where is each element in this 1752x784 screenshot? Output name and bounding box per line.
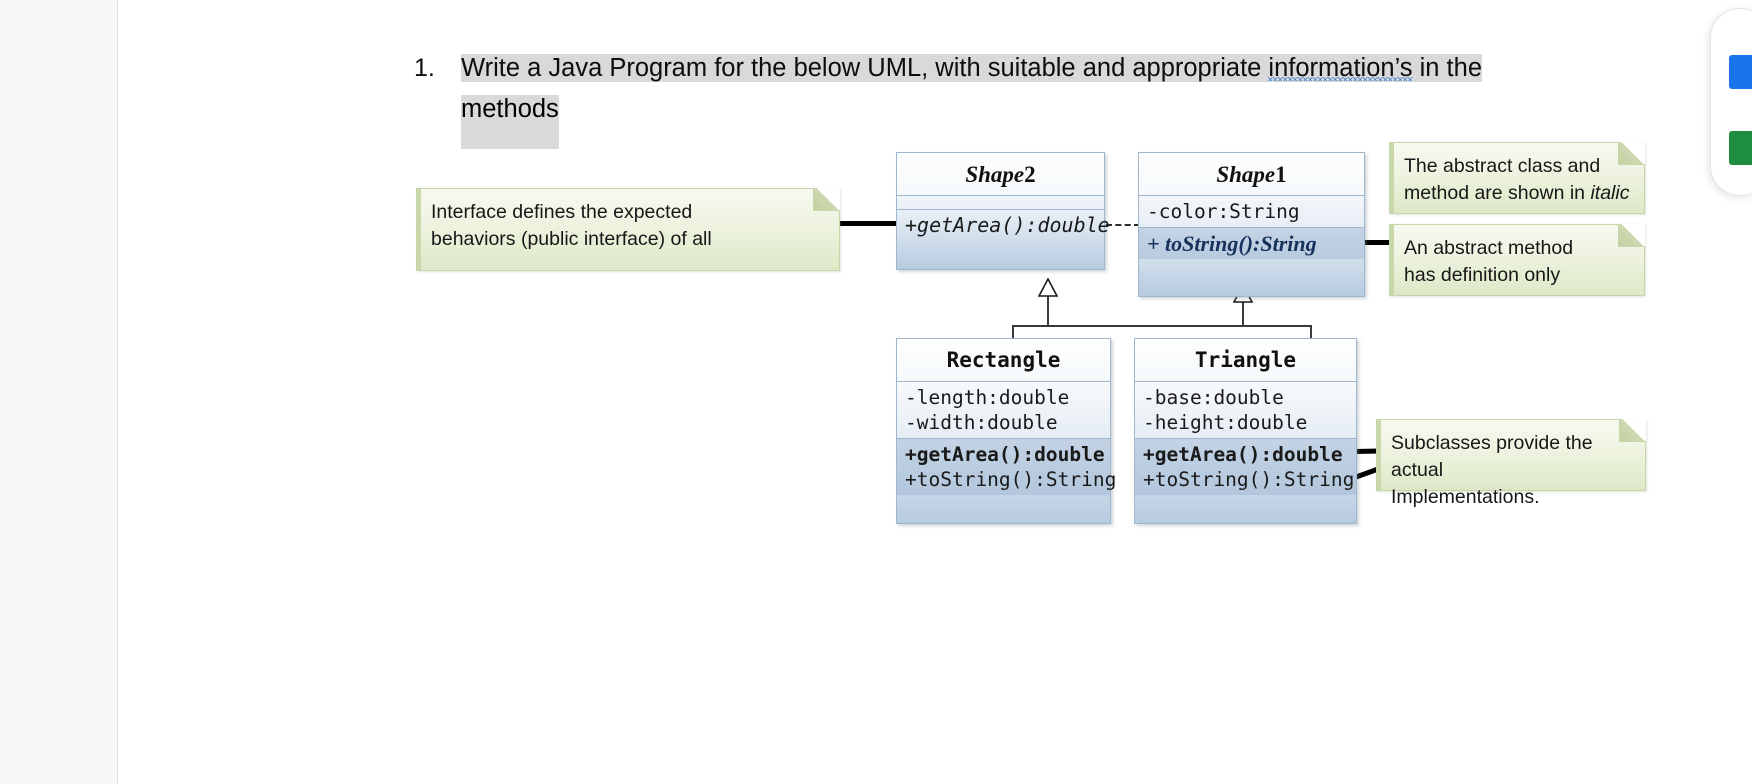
note-accent-bar <box>1390 225 1394 295</box>
uml-methods-shape2: +getArea():double <box>897 210 1110 241</box>
question-text: Write a Java Program for the below UML, … <box>461 48 1541 149</box>
uml-attributes-rectangle: -length:double -width:double <box>897 382 1110 439</box>
note-line: An abstract method <box>1404 237 1574 259</box>
uml-class-name-shape2: Shape <box>965 162 1025 187</box>
uml-class-title-shape1: Shape1 <box>1139 153 1364 196</box>
note-fold-corner-icon <box>1619 419 1646 442</box>
callout-note-abstract-class[interactable]: The abstract class and method are shown … <box>1389 142 1645 214</box>
uml-class-title-shape2: Shape2 <box>897 153 1104 196</box>
uml-method-row: +getArea():double <box>905 213 1110 237</box>
uml-method-row: +getArea():double <box>1143 443 1343 466</box>
uml-methods-rectangle: +getArea():double +toString():String <box>897 439 1117 495</box>
blue-square-icon[interactable] <box>1729 55 1752 89</box>
uml-class-shape1[interactable]: Shape1 -color:String + toString():String <box>1138 152 1365 297</box>
inheritance-line-horizontal-left <box>1012 325 1312 327</box>
uml-class-title-triangle: Triangle <box>1135 339 1356 382</box>
uml-method-row: + toString():String <box>1147 231 1317 256</box>
question-line1-part1: Write a Java Program for the below UML, … <box>461 54 1269 82</box>
document-page: 1. Write a Java Program for the below UM… <box>118 0 1752 784</box>
uml-attributes-shape1: -color:String <box>1139 196 1364 228</box>
uml-class-name-suffix-shape1: 1 <box>1275 162 1287 187</box>
uml-attributes-triangle: -base:double -height:double <box>1135 382 1356 439</box>
callout-note-interface[interactable]: Interface defines the expected behaviors… <box>416 188 840 271</box>
callout-note-subclasses[interactable]: Subclasses provide the actual Implementa… <box>1376 419 1646 508</box>
uml-method-row: +getArea():double <box>905 443 1105 466</box>
uml-attribute-row: -color:String <box>1147 200 1300 223</box>
uml-attribute-row: -height:double <box>1143 411 1308 434</box>
callout-note-abstract-method[interactable]: An abstract method has definition only <box>1389 224 1645 296</box>
uml-attribute-row: -width:double <box>905 411 1058 434</box>
uml-class-triangle[interactable]: Triangle -base:double -height:double +ge… <box>1134 338 1357 524</box>
uml-method-row: +toString():String <box>905 468 1117 491</box>
uml-class-name-shape1: Shape <box>1216 162 1276 187</box>
uml-attributes-shape2 <box>897 196 1104 210</box>
uml-method-row: +toString():String <box>1143 468 1355 491</box>
uml-attribute-row: -base:double <box>1143 386 1284 409</box>
note-line: Implementations. <box>1391 486 1540 508</box>
note-line-text: method are shown in <box>1404 182 1591 204</box>
inheritance-drop-triangle <box>1310 325 1312 339</box>
uml-class-name-suffix-shape2: 2 <box>1024 162 1036 187</box>
note-line-emphasis: italic <box>1590 182 1630 204</box>
note-accent-bar <box>417 189 421 270</box>
inheritance-line-vertical-shape1 <box>1242 302 1244 326</box>
note-line-wrap: method are shown in italic <box>1404 180 1630 207</box>
uml-methods-shape1: + toString():String <box>1139 228 1364 259</box>
note-line: behaviors (public interface) of all <box>431 228 712 250</box>
uml-attribute-row: -length:double <box>905 386 1070 409</box>
leader-line-abstract-method-note <box>1340 240 1400 245</box>
leader-line-interface-note <box>836 221 904 226</box>
uml-class-rectangle[interactable]: Rectangle -length:double -width:double +… <box>896 338 1117 524</box>
note-line: has definition only <box>1404 264 1561 286</box>
page-left-gutter <box>0 0 118 784</box>
note-fold-corner-icon <box>1618 142 1645 165</box>
note-line: Interface defines the expected <box>431 201 693 223</box>
note-accent-bar <box>1377 420 1381 490</box>
inheritance-line-vertical-shape2 <box>1047 296 1049 326</box>
note-accent-bar <box>1390 143 1394 213</box>
inheritance-drop-rectangle <box>1012 325 1014 339</box>
uml-methods-triangle: +getArea():double +toString():String <box>1135 439 1356 495</box>
note-line: Subclasses provide the actual <box>1391 432 1593 481</box>
uml-class-shape2[interactable]: Shape2 +getArea():double <box>896 152 1110 270</box>
uml-class-title-rectangle: Rectangle <box>897 339 1110 382</box>
question-line2-wrap: methods <box>461 89 1541 149</box>
question-line2: methods <box>461 95 559 149</box>
inheritance-arrowhead-shape2 <box>1037 278 1059 297</box>
green-square-icon[interactable] <box>1729 131 1752 165</box>
question-number: 1. <box>414 54 435 82</box>
note-line: The abstract class and <box>1404 155 1601 177</box>
question-line1-part2: in the <box>1412 54 1482 82</box>
realization-dashed-line <box>1078 224 1140 226</box>
uml-class-name-rectangle: Rectangle <box>946 348 1061 372</box>
note-fold-corner-icon <box>1618 224 1645 247</box>
note-fold-corner-icon <box>813 188 840 211</box>
question-misspelled-word[interactable]: information’s <box>1268 54 1413 82</box>
floating-toolbar[interactable] <box>1710 8 1752 196</box>
uml-class-name-triangle: Triangle <box>1194 348 1297 372</box>
